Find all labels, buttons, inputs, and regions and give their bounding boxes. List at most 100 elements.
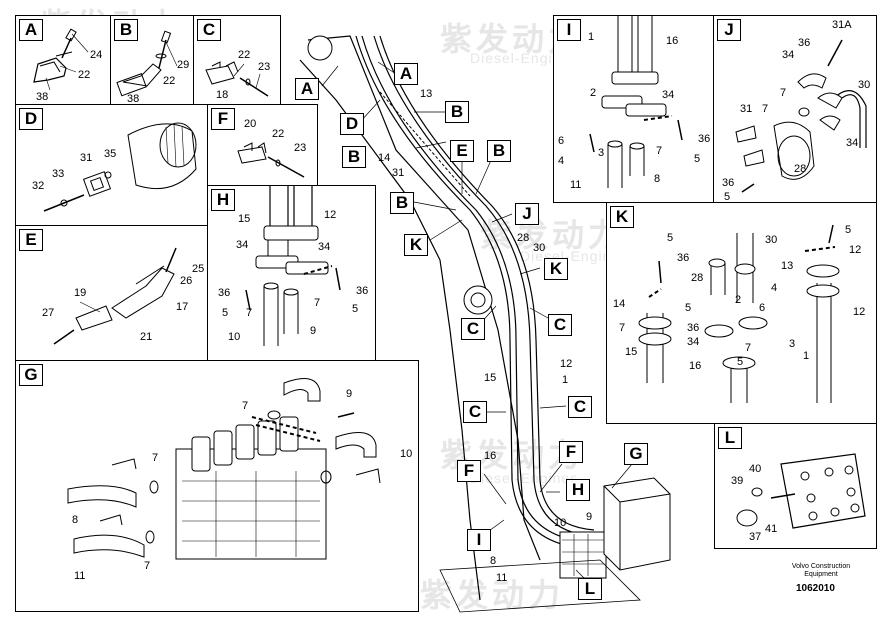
callout-label: K — [404, 234, 428, 256]
part-number: 36 — [356, 285, 368, 297]
panel-j-drawing: 31A 36 34 30 31 7 7 28 36 5 34 — [722, 19, 870, 203]
panel-label: L — [718, 427, 742, 449]
part-number: 19 — [74, 287, 86, 299]
panel-h: H 15 12 34 34 36 5 7 7 36 5 10 9 — [207, 185, 376, 361]
part-number: 14 — [378, 152, 391, 164]
part-number: 3 — [789, 338, 795, 350]
panel-label: K — [610, 206, 634, 228]
callout-label: B — [342, 146, 366, 168]
document-number: 1062010 — [796, 583, 835, 594]
callout-label: I — [467, 529, 491, 551]
caption-company: Volvo Construction — [791, 563, 851, 570]
part-number: 31A — [832, 19, 852, 31]
callout-label: C — [568, 396, 592, 418]
part-number: 4 — [558, 155, 564, 167]
part-number: 22 — [272, 128, 284, 140]
callout-label: G — [624, 443, 648, 465]
panel-l: L 40 39 41 37 — [714, 423, 877, 549]
part-number: 34 — [662, 89, 674, 101]
panel-d: D 31 35 33 32 — [15, 104, 208, 226]
panel-a: A 24 22 38 — [15, 15, 111, 105]
part-number: 8 — [490, 555, 497, 567]
part-number: 41 — [765, 523, 777, 535]
panel-b-drawing: 29 22 38 — [116, 30, 189, 105]
part-number: 15 — [484, 372, 497, 384]
part-number: 32 — [32, 180, 44, 192]
part-number: 38 — [36, 91, 48, 103]
part-number: 10 — [400, 448, 412, 460]
part-number: 34 — [782, 49, 794, 61]
part-number: 16 — [689, 360, 701, 372]
part-number: 9 — [586, 511, 593, 523]
part-number: 18 — [216, 89, 228, 101]
part-number: 39 — [731, 475, 743, 487]
part-number: 31 — [80, 152, 92, 164]
part-number: 28 — [517, 232, 530, 244]
part-number: 34 — [687, 336, 699, 348]
callout-label: E — [450, 140, 474, 162]
part-number: 7 — [762, 103, 768, 115]
panel-g: G 9 7 — [15, 360, 419, 612]
panel-f: F 20 22 23 — [207, 104, 318, 186]
callout-label: J — [515, 203, 539, 225]
panel-c: C 22 23 18 — [193, 15, 281, 105]
part-number: 5 — [222, 307, 228, 319]
part-number: 10 — [228, 331, 240, 343]
caption-company-2: Equipment — [804, 571, 838, 578]
callout-label: A — [295, 78, 319, 100]
part-number: 24 — [90, 49, 102, 61]
part-number: 17 — [176, 301, 188, 313]
part-number: 28 — [794, 163, 806, 175]
part-number: 31 — [740, 103, 752, 115]
panel-e: E 25 26 19 17 27 21 — [15, 225, 208, 361]
part-number: 15 — [625, 346, 637, 358]
part-number: 5 — [694, 153, 700, 165]
part-number: 21 — [140, 331, 152, 343]
panel-f-drawing: 20 22 23 — [237, 118, 306, 178]
part-number: 2 — [735, 294, 741, 306]
part-number: 3 — [598, 147, 604, 159]
part-number: 5 — [845, 224, 851, 236]
part-number: 30 — [765, 234, 777, 246]
part-number: 5 — [667, 232, 673, 244]
part-number: 7 — [242, 400, 248, 412]
callout-label: A — [394, 63, 418, 85]
part-number: 27 — [42, 307, 54, 319]
part-number: 35 — [104, 148, 116, 160]
panel-e-drawing: 25 26 19 17 27 21 — [42, 247, 204, 345]
part-number: 26 — [180, 275, 192, 287]
part-number: 10 — [554, 517, 567, 529]
watermark-cn: 紫发动力 — [420, 577, 565, 613]
part-number: 23 — [294, 142, 306, 154]
panel-label: J — [717, 19, 741, 41]
part-number: 36 — [722, 177, 734, 189]
panel-d-drawing: 31 35 33 32 — [32, 122, 197, 212]
part-number: 36 — [698, 133, 710, 145]
part-number: 7 — [246, 307, 252, 319]
part-number: 12 — [849, 244, 861, 256]
part-number: 13 — [420, 88, 433, 100]
part-number: 36 — [677, 252, 689, 264]
part-number: 34 — [236, 239, 248, 251]
part-number: 9 — [346, 388, 352, 400]
part-number: 34 — [318, 241, 330, 253]
part-number: 16 — [484, 450, 497, 462]
callout-label: F — [457, 460, 481, 482]
panel-k: K 5 30 5 36 28 4 12 13 14 7 15 — [606, 202, 877, 424]
part-number: 31 — [392, 167, 405, 179]
part-number: 15 — [238, 213, 250, 225]
panel-c-drawing: 22 23 18 — [205, 49, 270, 101]
part-number: 1 — [803, 350, 809, 362]
panel-h-drawing: 15 12 34 34 36 5 7 7 36 5 10 9 — [218, 186, 368, 346]
part-number: 11 — [496, 572, 508, 584]
part-number: 5 — [685, 302, 691, 314]
part-number: 2 — [590, 87, 596, 99]
callout-label: B — [487, 140, 511, 162]
part-number: 36 — [687, 322, 699, 334]
part-number: 28 — [691, 272, 703, 284]
part-number: 5 — [724, 191, 730, 203]
panel-i-drawing: 1 16 2 34 3 6 4 7 36 5 11 8 — [558, 16, 710, 191]
part-number: 30 — [533, 242, 546, 254]
part-number: 12 — [560, 358, 573, 370]
part-number: 7 — [745, 342, 751, 354]
